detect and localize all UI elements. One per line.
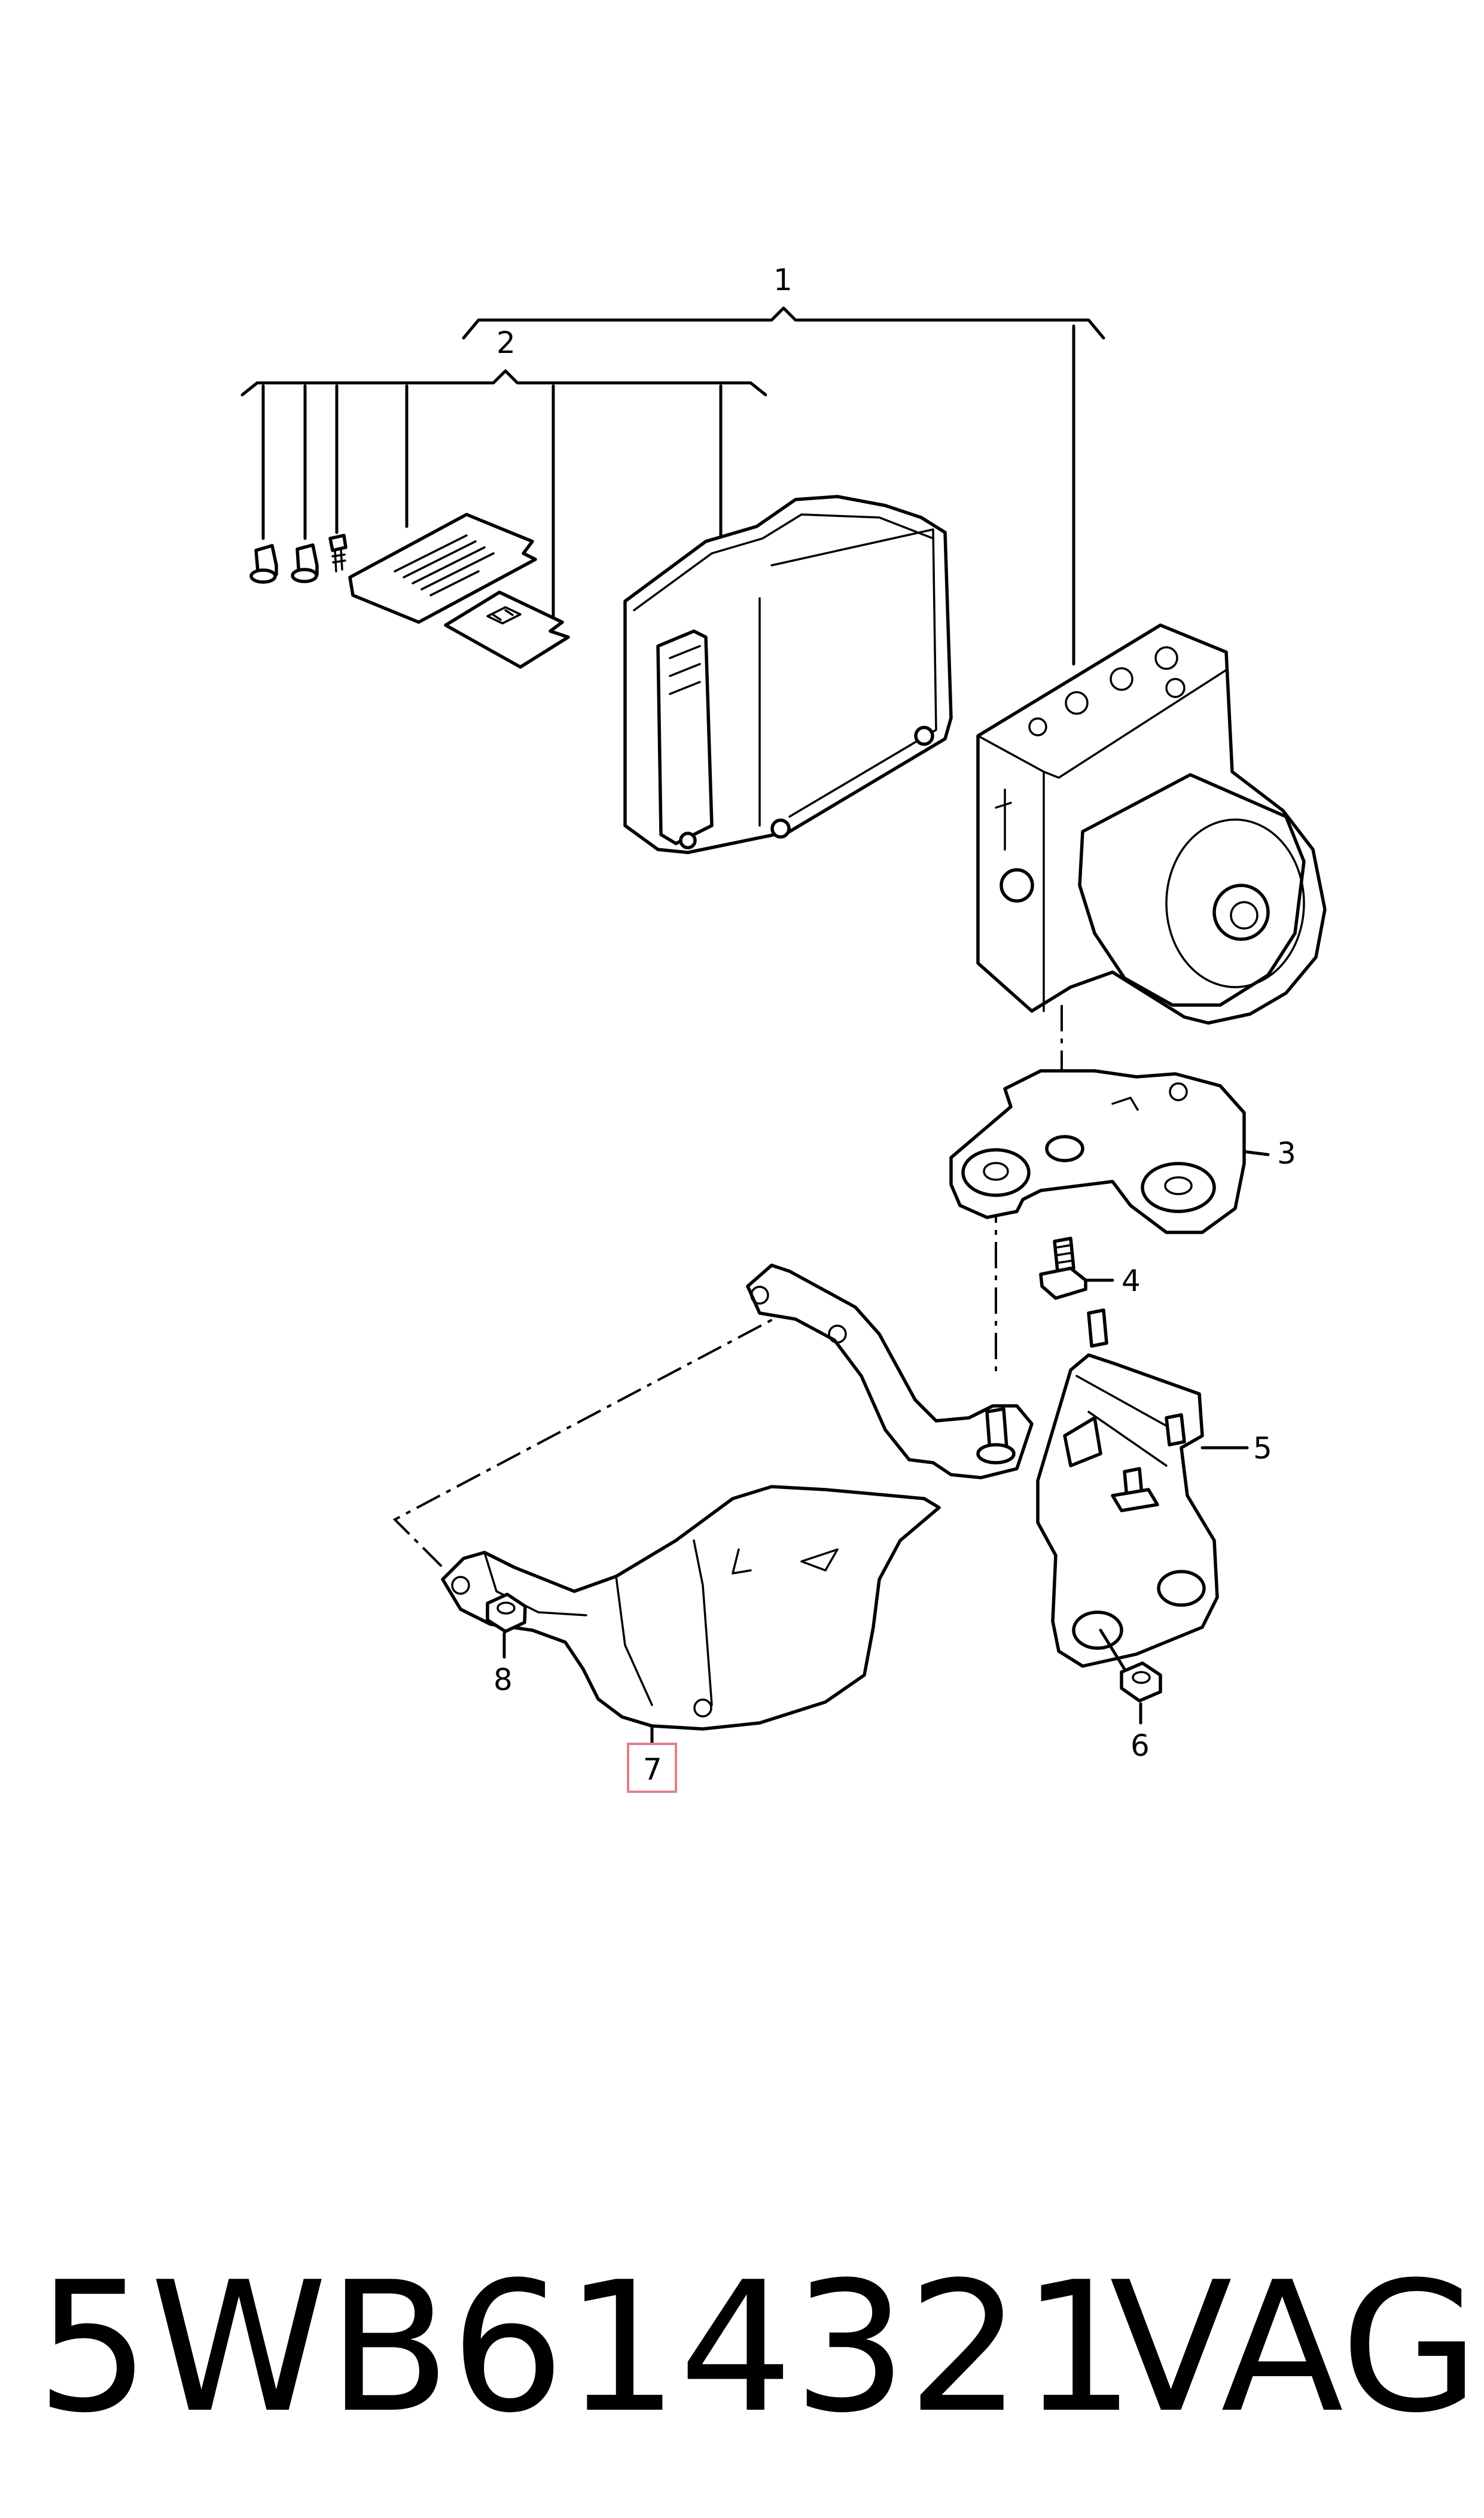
- callout-label-1: 1: [773, 263, 793, 297]
- instruction-leaflet: [348, 513, 537, 624]
- upper-mounting-bracket: [949, 1069, 1246, 1234]
- callout-7-highlight-box: [627, 1743, 677, 1793]
- callout-label-8: 8: [493, 1663, 513, 1697]
- callout-label-6: 6: [1130, 1728, 1150, 1763]
- alignment-line-3: [392, 1303, 802, 1569]
- support-arm: [746, 1263, 1034, 1479]
- callout-label-2: 2: [496, 325, 516, 360]
- data-sticker: [444, 590, 570, 669]
- screw-3: [328, 534, 348, 573]
- lower-mounting-bracket: 5: [1036, 1308, 1272, 1668]
- hex-nut-8: 8: [486, 1593, 527, 1697]
- abs-control-unit: [623, 495, 953, 854]
- callout-2-bracket: 2: [240, 325, 767, 618]
- hex-bolt: [1039, 1237, 1087, 1300]
- callout-1-bracket: 1: [462, 263, 1105, 666]
- callout-label-5: 5: [1253, 1431, 1272, 1466]
- callout-label-3: 3: [1277, 1136, 1296, 1171]
- part-number-label: 5WB614321: [36, 2243, 1136, 2452]
- exploded-parts-diagram: 1 2: [240, 263, 1327, 1793]
- hex-nut-6: 6: [1099, 1628, 1162, 1763]
- brand-label: VAG: [1110, 2243, 1480, 2452]
- callout-label-4: 4: [1122, 1263, 1141, 1298]
- screw-2: [291, 543, 319, 583]
- heat-shield: [441, 1485, 941, 1731]
- callout-3-leader: [1242, 1150, 1270, 1156]
- screw-1: [249, 544, 278, 584]
- callout-label-7: 7: [643, 1752, 662, 1787]
- abs-hydraulic-unit: [976, 623, 1327, 1025]
